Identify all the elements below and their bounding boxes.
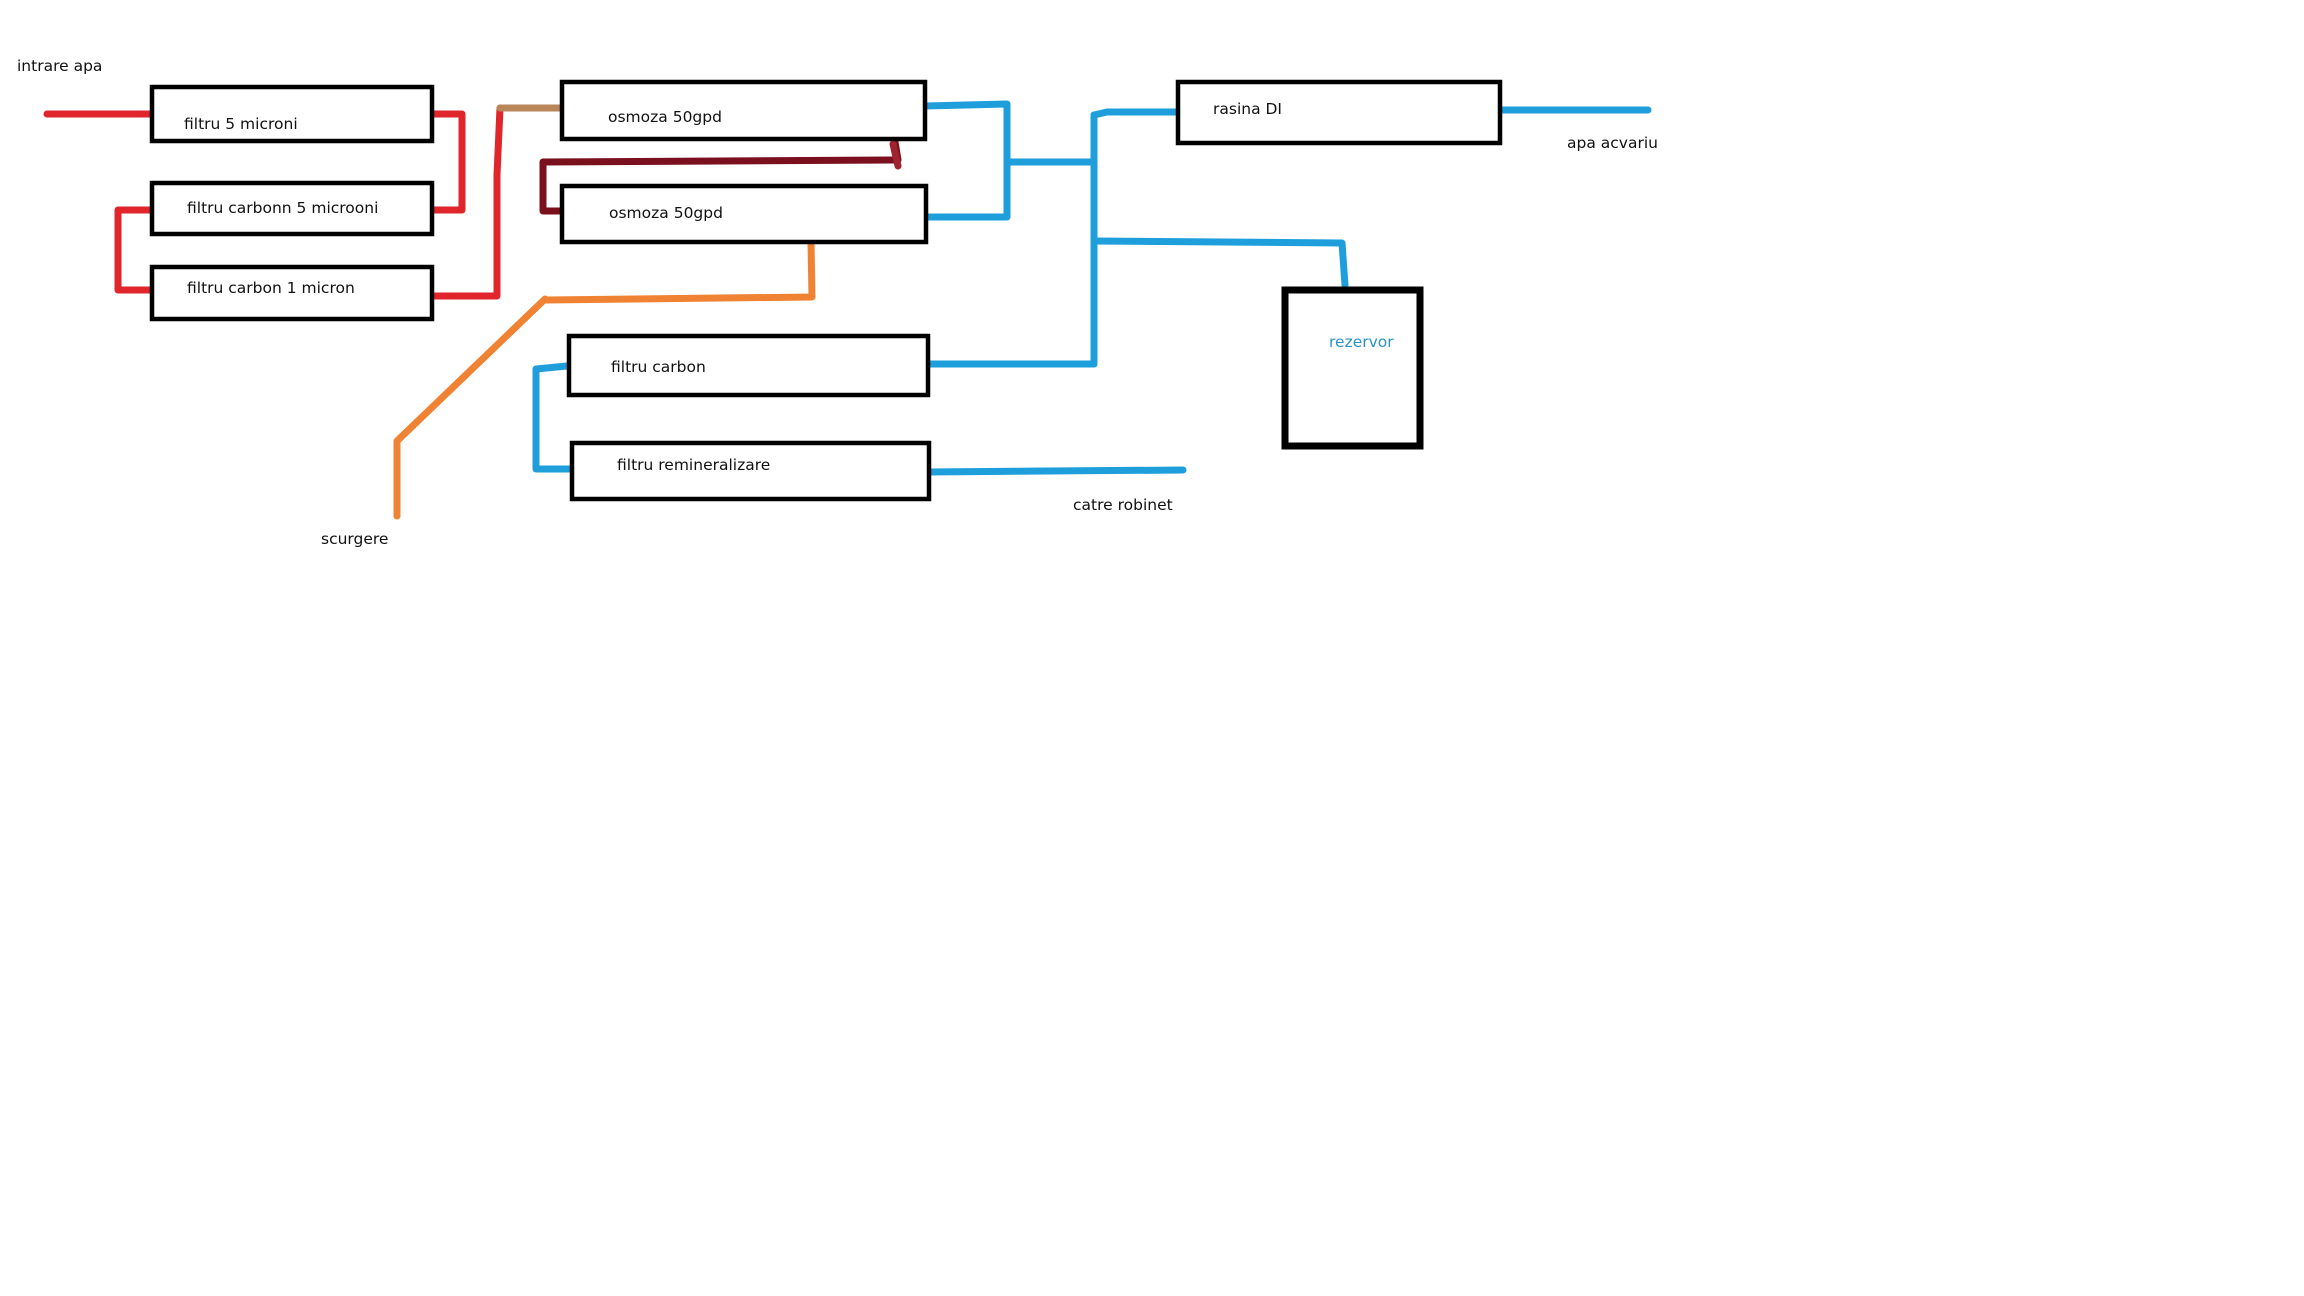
carbon-filter-label: filtru carbon <box>611 358 706 376</box>
storage-tank: rezervor <box>1281 286 1424 450</box>
pipe-carbon-to-remineralization <box>532 362 574 473</box>
remineralization-filter-label: filtru remineralizare <box>617 456 770 474</box>
carbon-filter-5-micron-box <box>149 180 435 237</box>
di-resin-label: rasina DI <box>1213 100 1282 118</box>
pipe-carbon5-to-carbon1 <box>114 206 156 294</box>
osmosis-module-1-box <box>559 79 928 142</box>
pipe-to-tank <box>1090 237 1349 289</box>
drain-pipe <box>393 238 816 520</box>
remineralization-filter-box <box>569 440 932 502</box>
drain-label: scurgere <box>321 530 388 548</box>
carbon-filter-1-micron: filtru carbon 1 micron <box>149 264 435 322</box>
pipe-carbon1-to-osmosis <box>428 104 504 300</box>
osmosis1-permeate-pipe <box>921 100 1011 221</box>
pipe-filter1-to-carbon5 <box>428 110 466 214</box>
filter-5-micron-label: filtru 5 microni <box>184 115 298 133</box>
concentrate-pipes <box>539 138 902 215</box>
storage-tank-label: rezervor <box>1329 333 1394 351</box>
osmosis-module-1: osmoza 50gpd <box>559 79 928 142</box>
pipe-to-tap <box>924 466 1187 476</box>
concentrate-connector-tail <box>889 140 902 170</box>
carbon-filter-box <box>566 333 931 398</box>
to-tap-label: catre robinet <box>1073 496 1173 514</box>
storage-tank-box <box>1281 286 1424 450</box>
osmosis-module-2: osmoza 50gpd <box>559 183 929 245</box>
filter-5-micron: filtru 5 microni <box>149 84 435 144</box>
pipe-to-di-resin <box>1090 108 1182 119</box>
di-resin: rasina DI <box>1175 79 1503 146</box>
inlet-pipes <box>43 104 504 300</box>
osmosis-module-1-label: osmoza 50gpd <box>608 108 722 126</box>
carbon-filter-5-micron: filtru carbonn 5 microoni <box>149 180 435 237</box>
aquarium-water-label: apa acvariu <box>1567 134 1658 152</box>
osmosis-module-2-box <box>559 183 929 245</box>
carbon-filter-5-micron-label: filtru carbonn 5 microoni <box>187 199 378 217</box>
permeate-pipes <box>532 100 1652 476</box>
filter-5-micron-box <box>149 84 435 144</box>
osmosis-module-2-label: osmoza 50gpd <box>609 204 723 222</box>
remineralization-filter: filtru remineralizare <box>569 440 932 502</box>
carbon-filter-1-micron-box <box>149 264 435 322</box>
inlet-label: intrare apa <box>17 57 102 75</box>
carbon-filter: filtru carbon <box>566 333 931 398</box>
carbon-filter-1-micron-label: filtru carbon 1 micron <box>187 279 355 297</box>
di-resin-box <box>1175 79 1503 146</box>
